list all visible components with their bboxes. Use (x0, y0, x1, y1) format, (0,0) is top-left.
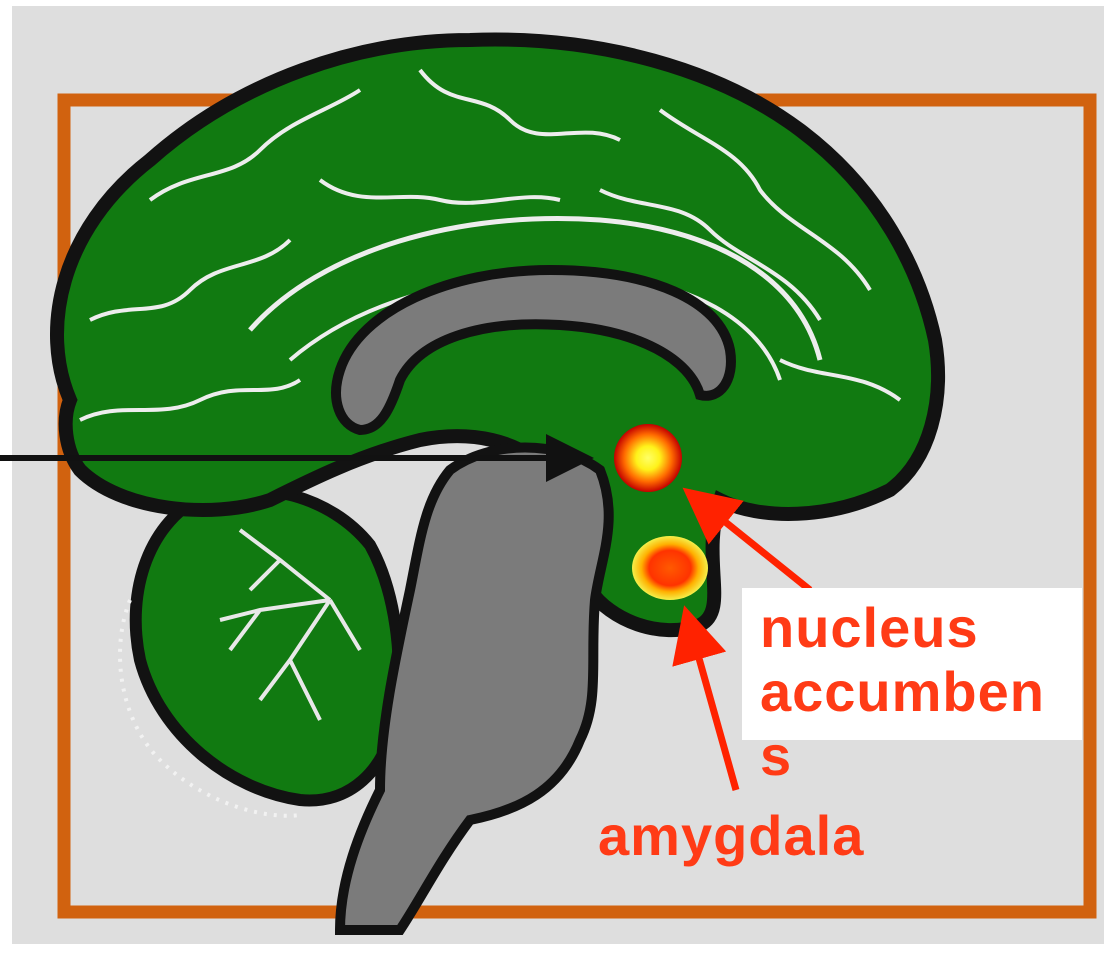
nucleus-accumbens-label-line-3: s (760, 728, 792, 784)
nucleus-accumbens-hotspot (614, 424, 682, 492)
nucleus-accumbens-label-line-2: accumben (760, 664, 1045, 720)
amygdala-hotspot (632, 536, 708, 600)
amygdala-label: amygdala (598, 808, 864, 864)
nucleus-accumbens-label-line-1: nucleus (760, 600, 979, 656)
